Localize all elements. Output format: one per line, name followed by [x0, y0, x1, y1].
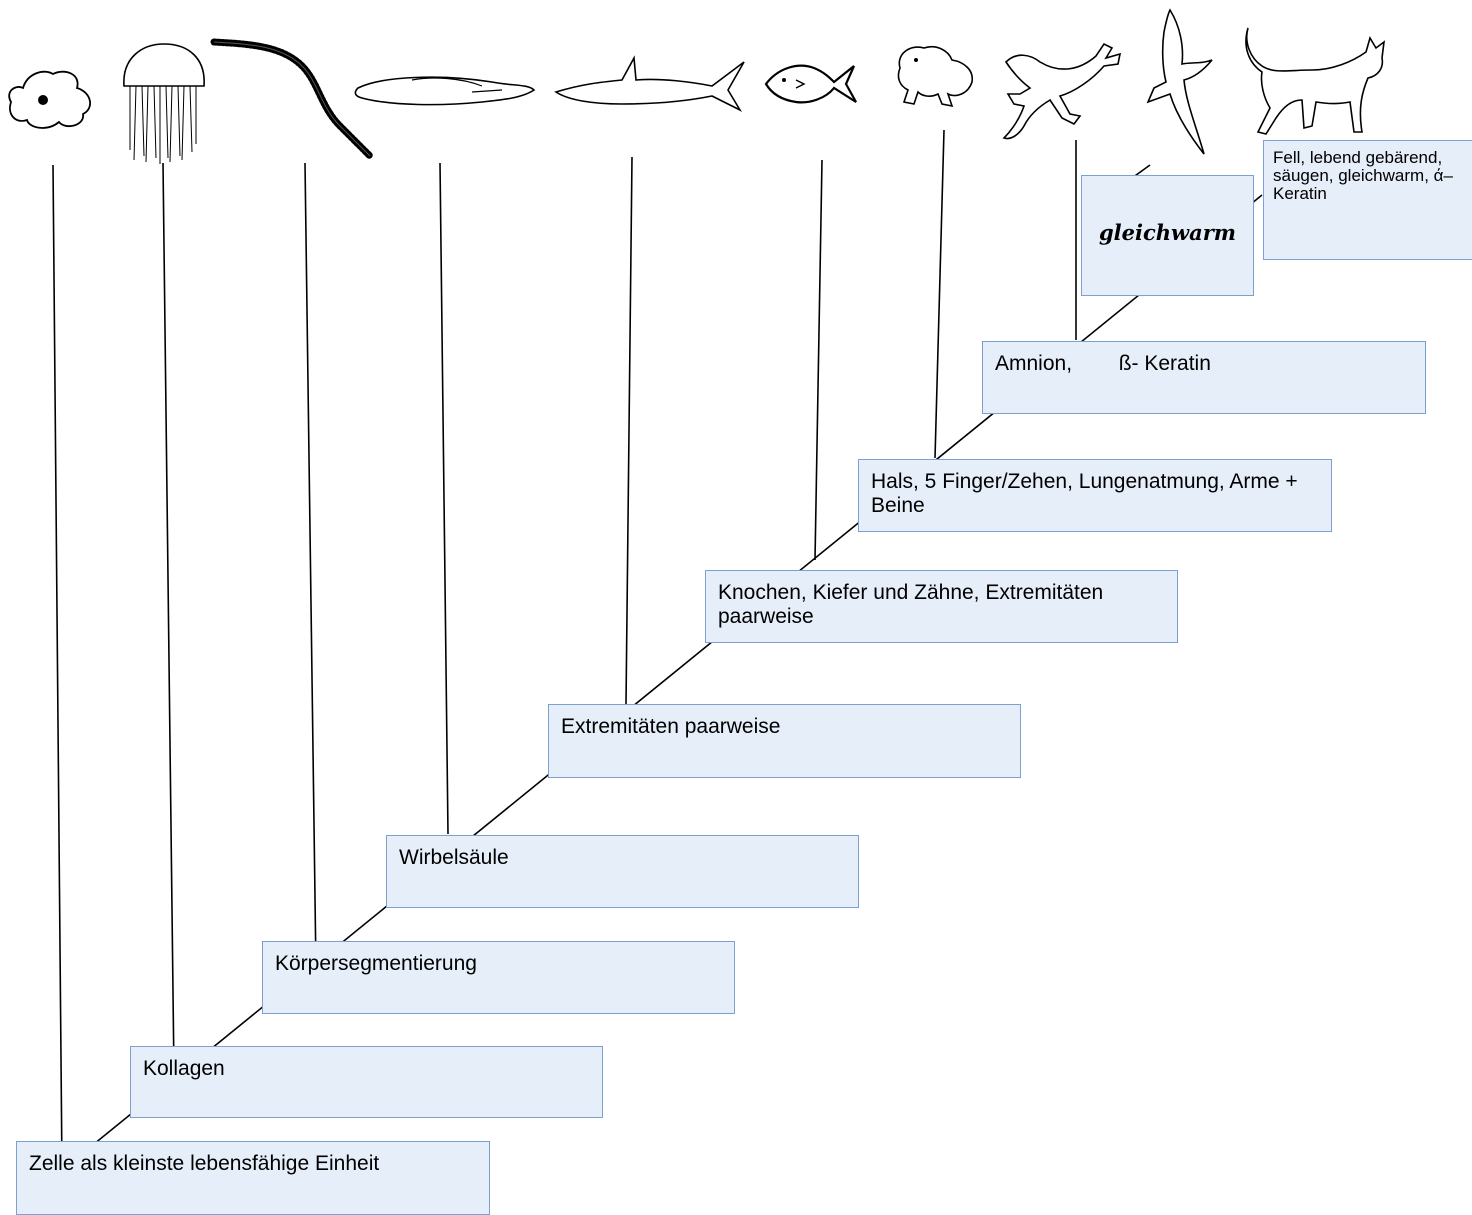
trait-box-koerpersegmentierung: Körpersegmentierung	[262, 941, 735, 1014]
cat-icon	[1240, 22, 1390, 140]
lizard-icon	[1000, 34, 1132, 146]
lancelet-icon	[352, 68, 537, 113]
branch-line-amoeba	[52, 164, 63, 1171]
trait-box-gleichwarm: gleichwarm	[1081, 175, 1254, 296]
branch-line-worm	[304, 162, 317, 972]
trait-box-kollagen: Kollagen	[130, 1046, 603, 1118]
branch-line-fish	[814, 159, 823, 561]
trait-box-knochen: Knochen, Kiefer und Zähne, Extremitäten …	[705, 570, 1178, 643]
bird-icon	[1140, 6, 1228, 158]
worm-icon	[210, 36, 375, 161]
branch-line-lancelet	[439, 162, 449, 835]
trait-box-wirbelsaeule: Wirbelsäule	[386, 835, 859, 908]
frog-icon	[890, 40, 980, 112]
branch-line-jellyfish	[162, 162, 175, 1076]
fish-icon	[762, 58, 860, 110]
shark-icon	[552, 54, 747, 116]
branch-line-frog	[934, 129, 945, 459]
trait-box-extremitaeten: Extremitäten paarweise	[548, 704, 1021, 778]
trait-box-hals: Hals, 5 Finger/Zehen, Lungenatmung, Arme…	[858, 459, 1332, 532]
amoeba-icon	[3, 62, 95, 132]
trait-box-zelle: Zelle als kleinste lebensfähige Einheit	[16, 1141, 490, 1215]
trait-box-fell: Fell, lebend gebärend, säugen, gleichwar…	[1263, 140, 1472, 260]
jellyfish-icon	[118, 40, 210, 165]
branch-line-shark	[625, 156, 633, 705]
trait-box-amnion: Amnion, ß- Keratin	[982, 341, 1426, 414]
